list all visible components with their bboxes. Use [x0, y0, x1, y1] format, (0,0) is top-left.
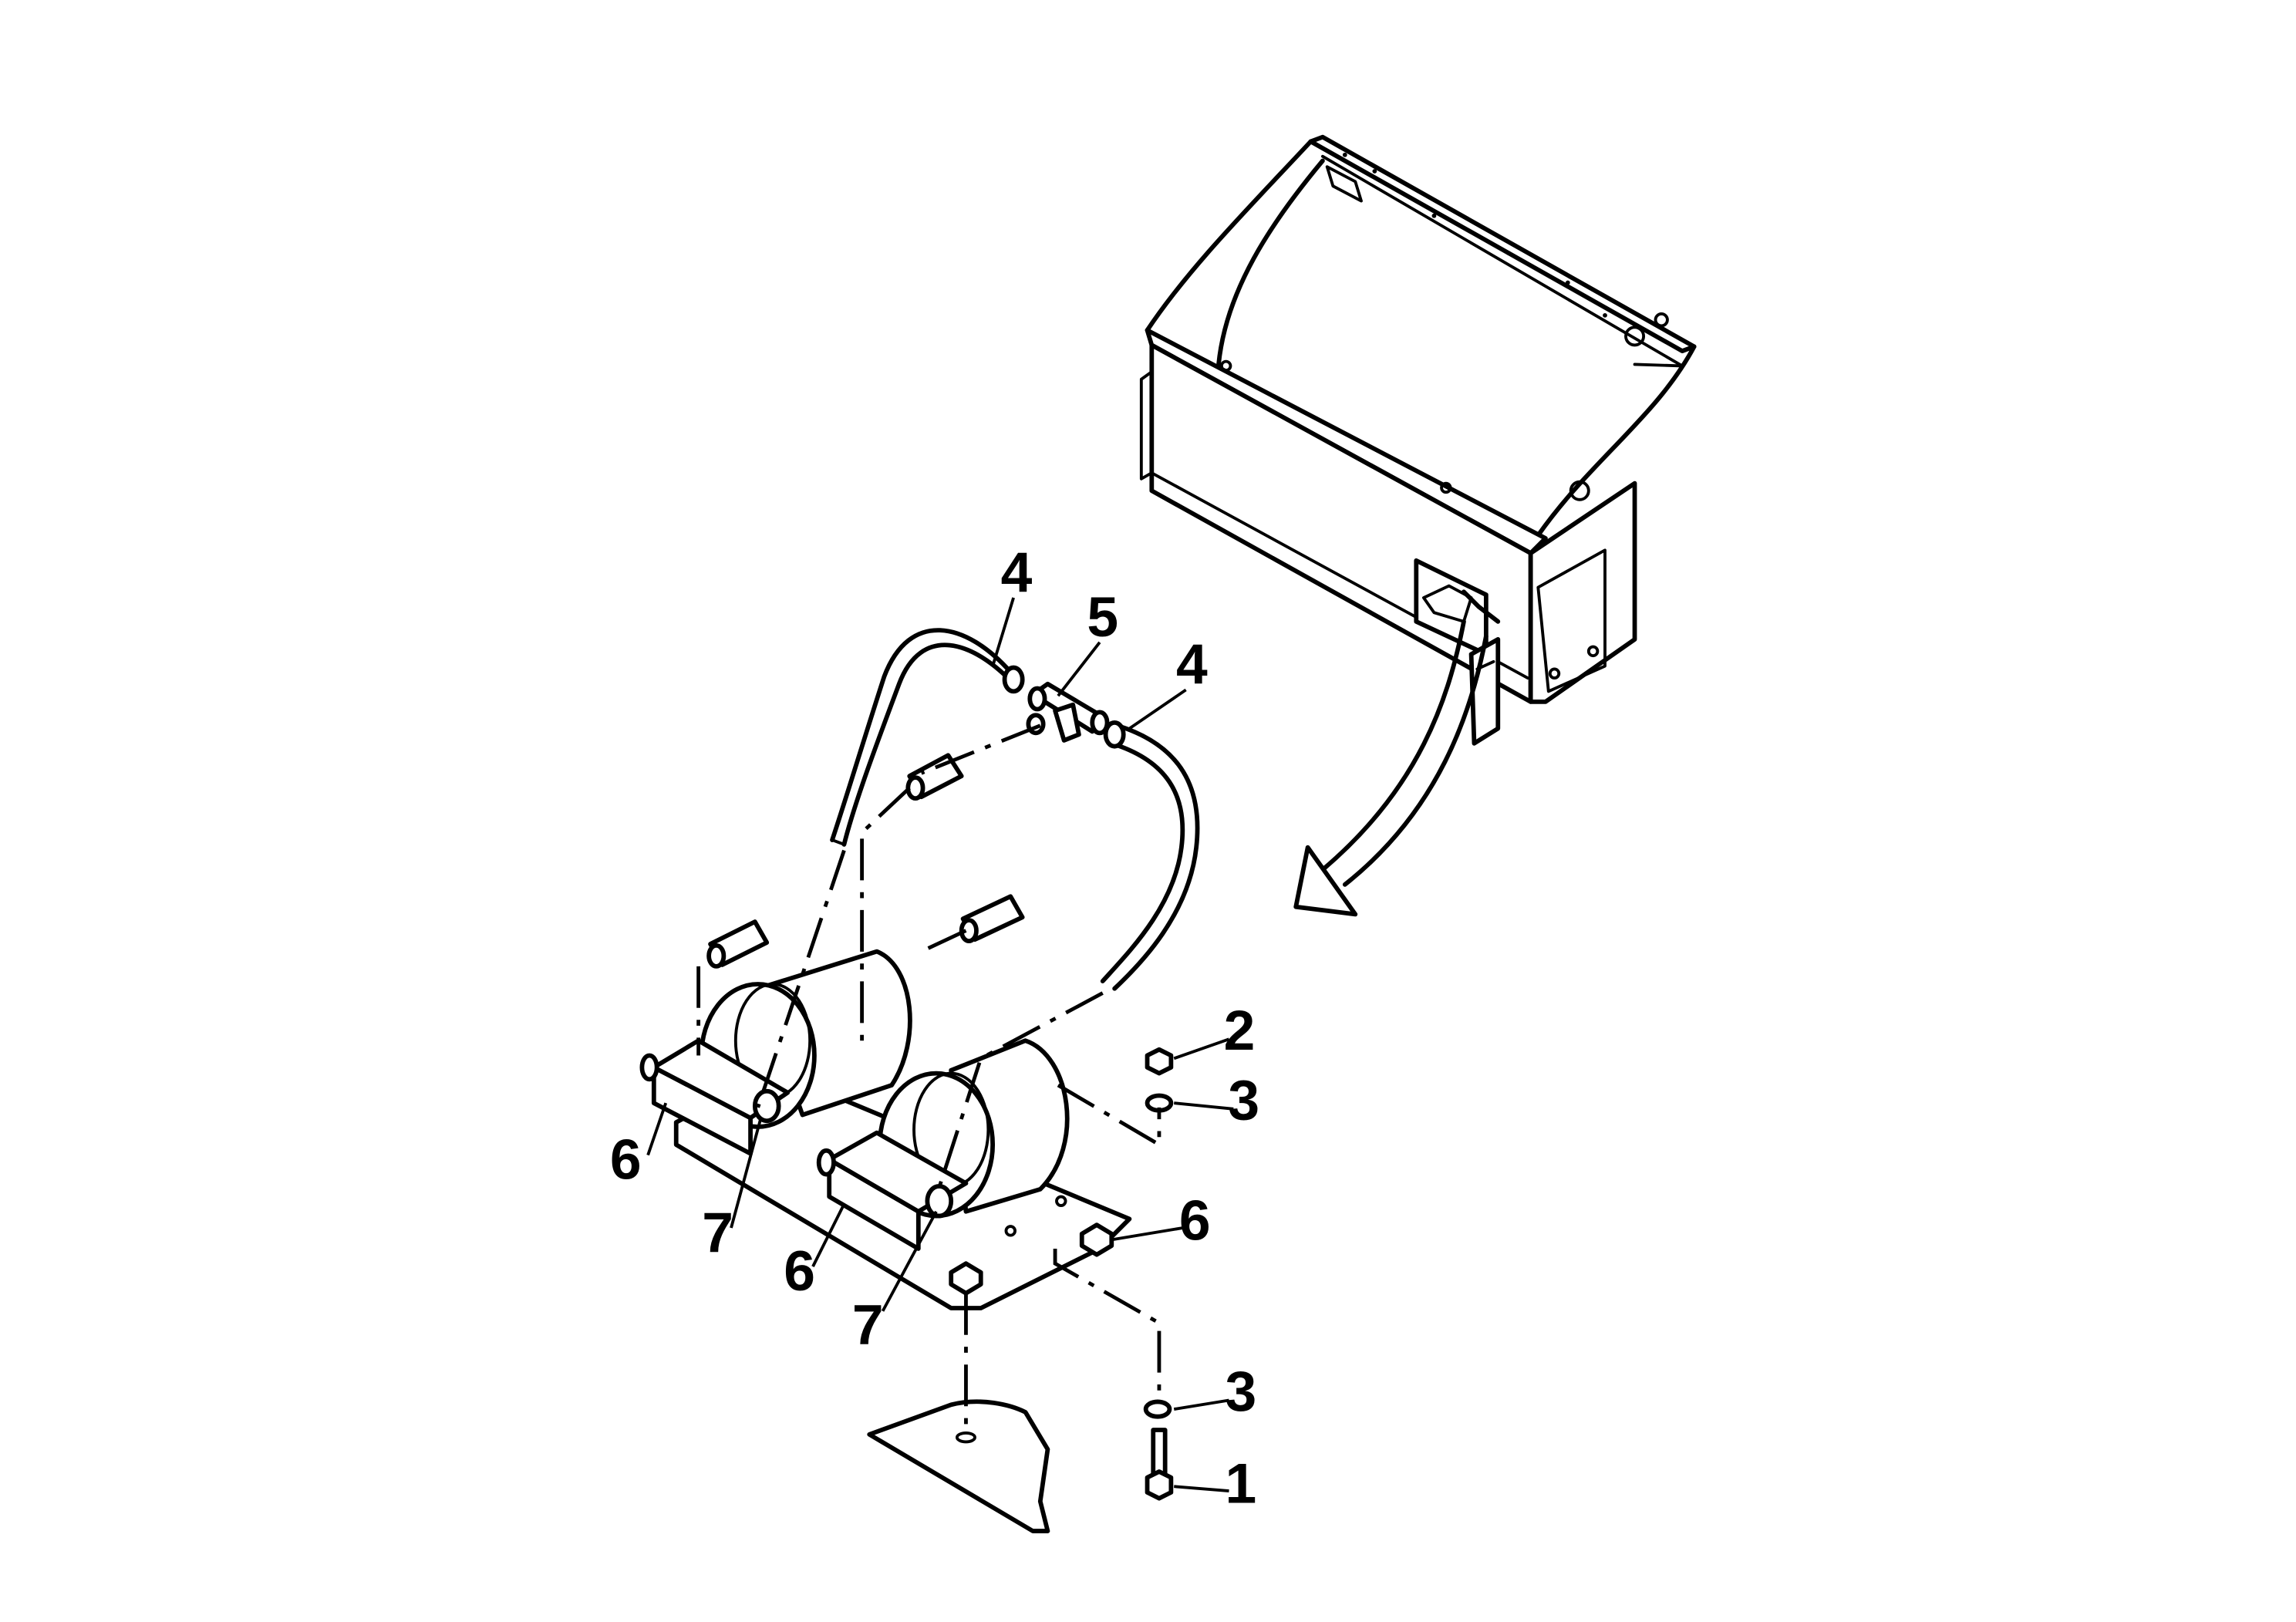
- callout-3-upper: 3: [1228, 1068, 1259, 1131]
- callout-3-lower: 3: [1226, 1360, 1257, 1423]
- callout-6-left: 6: [610, 1128, 642, 1191]
- callout-7-middle: 7: [852, 1293, 884, 1356]
- callout-4-upper-right: 4: [1176, 633, 1208, 696]
- cylinder-right: [816, 1038, 1070, 1251]
- callout-6-middle: 6: [784, 1239, 815, 1303]
- callout-labels: 4 5 4 2 3 6 7 6 6 7 3 1: [610, 541, 1259, 1515]
- hardware-stack: [1143, 1047, 1174, 1501]
- tee-fitting: [1026, 681, 1110, 743]
- hose-stubs: [706, 753, 1025, 969]
- hose-right: [1100, 720, 1200, 991]
- callout-4-upper-left: 4: [1001, 541, 1033, 604]
- callout-7-left: 7: [702, 1201, 733, 1264]
- leader-lines: [646, 597, 1234, 1492]
- housing-assembly: [1139, 134, 1697, 746]
- alignment-lines: [696, 723, 1161, 1435]
- plate-hardware: [949, 1195, 1114, 1296]
- callout-2: 2: [1224, 999, 1256, 1062]
- hose-left: [830, 628, 1025, 847]
- support-fragment: [867, 1399, 1050, 1533]
- callout-1: 1: [1226, 1452, 1257, 1515]
- callout-5: 5: [1087, 585, 1118, 649]
- callout-6-right: 6: [1179, 1189, 1211, 1252]
- curved-arrow: [1293, 619, 1489, 917]
